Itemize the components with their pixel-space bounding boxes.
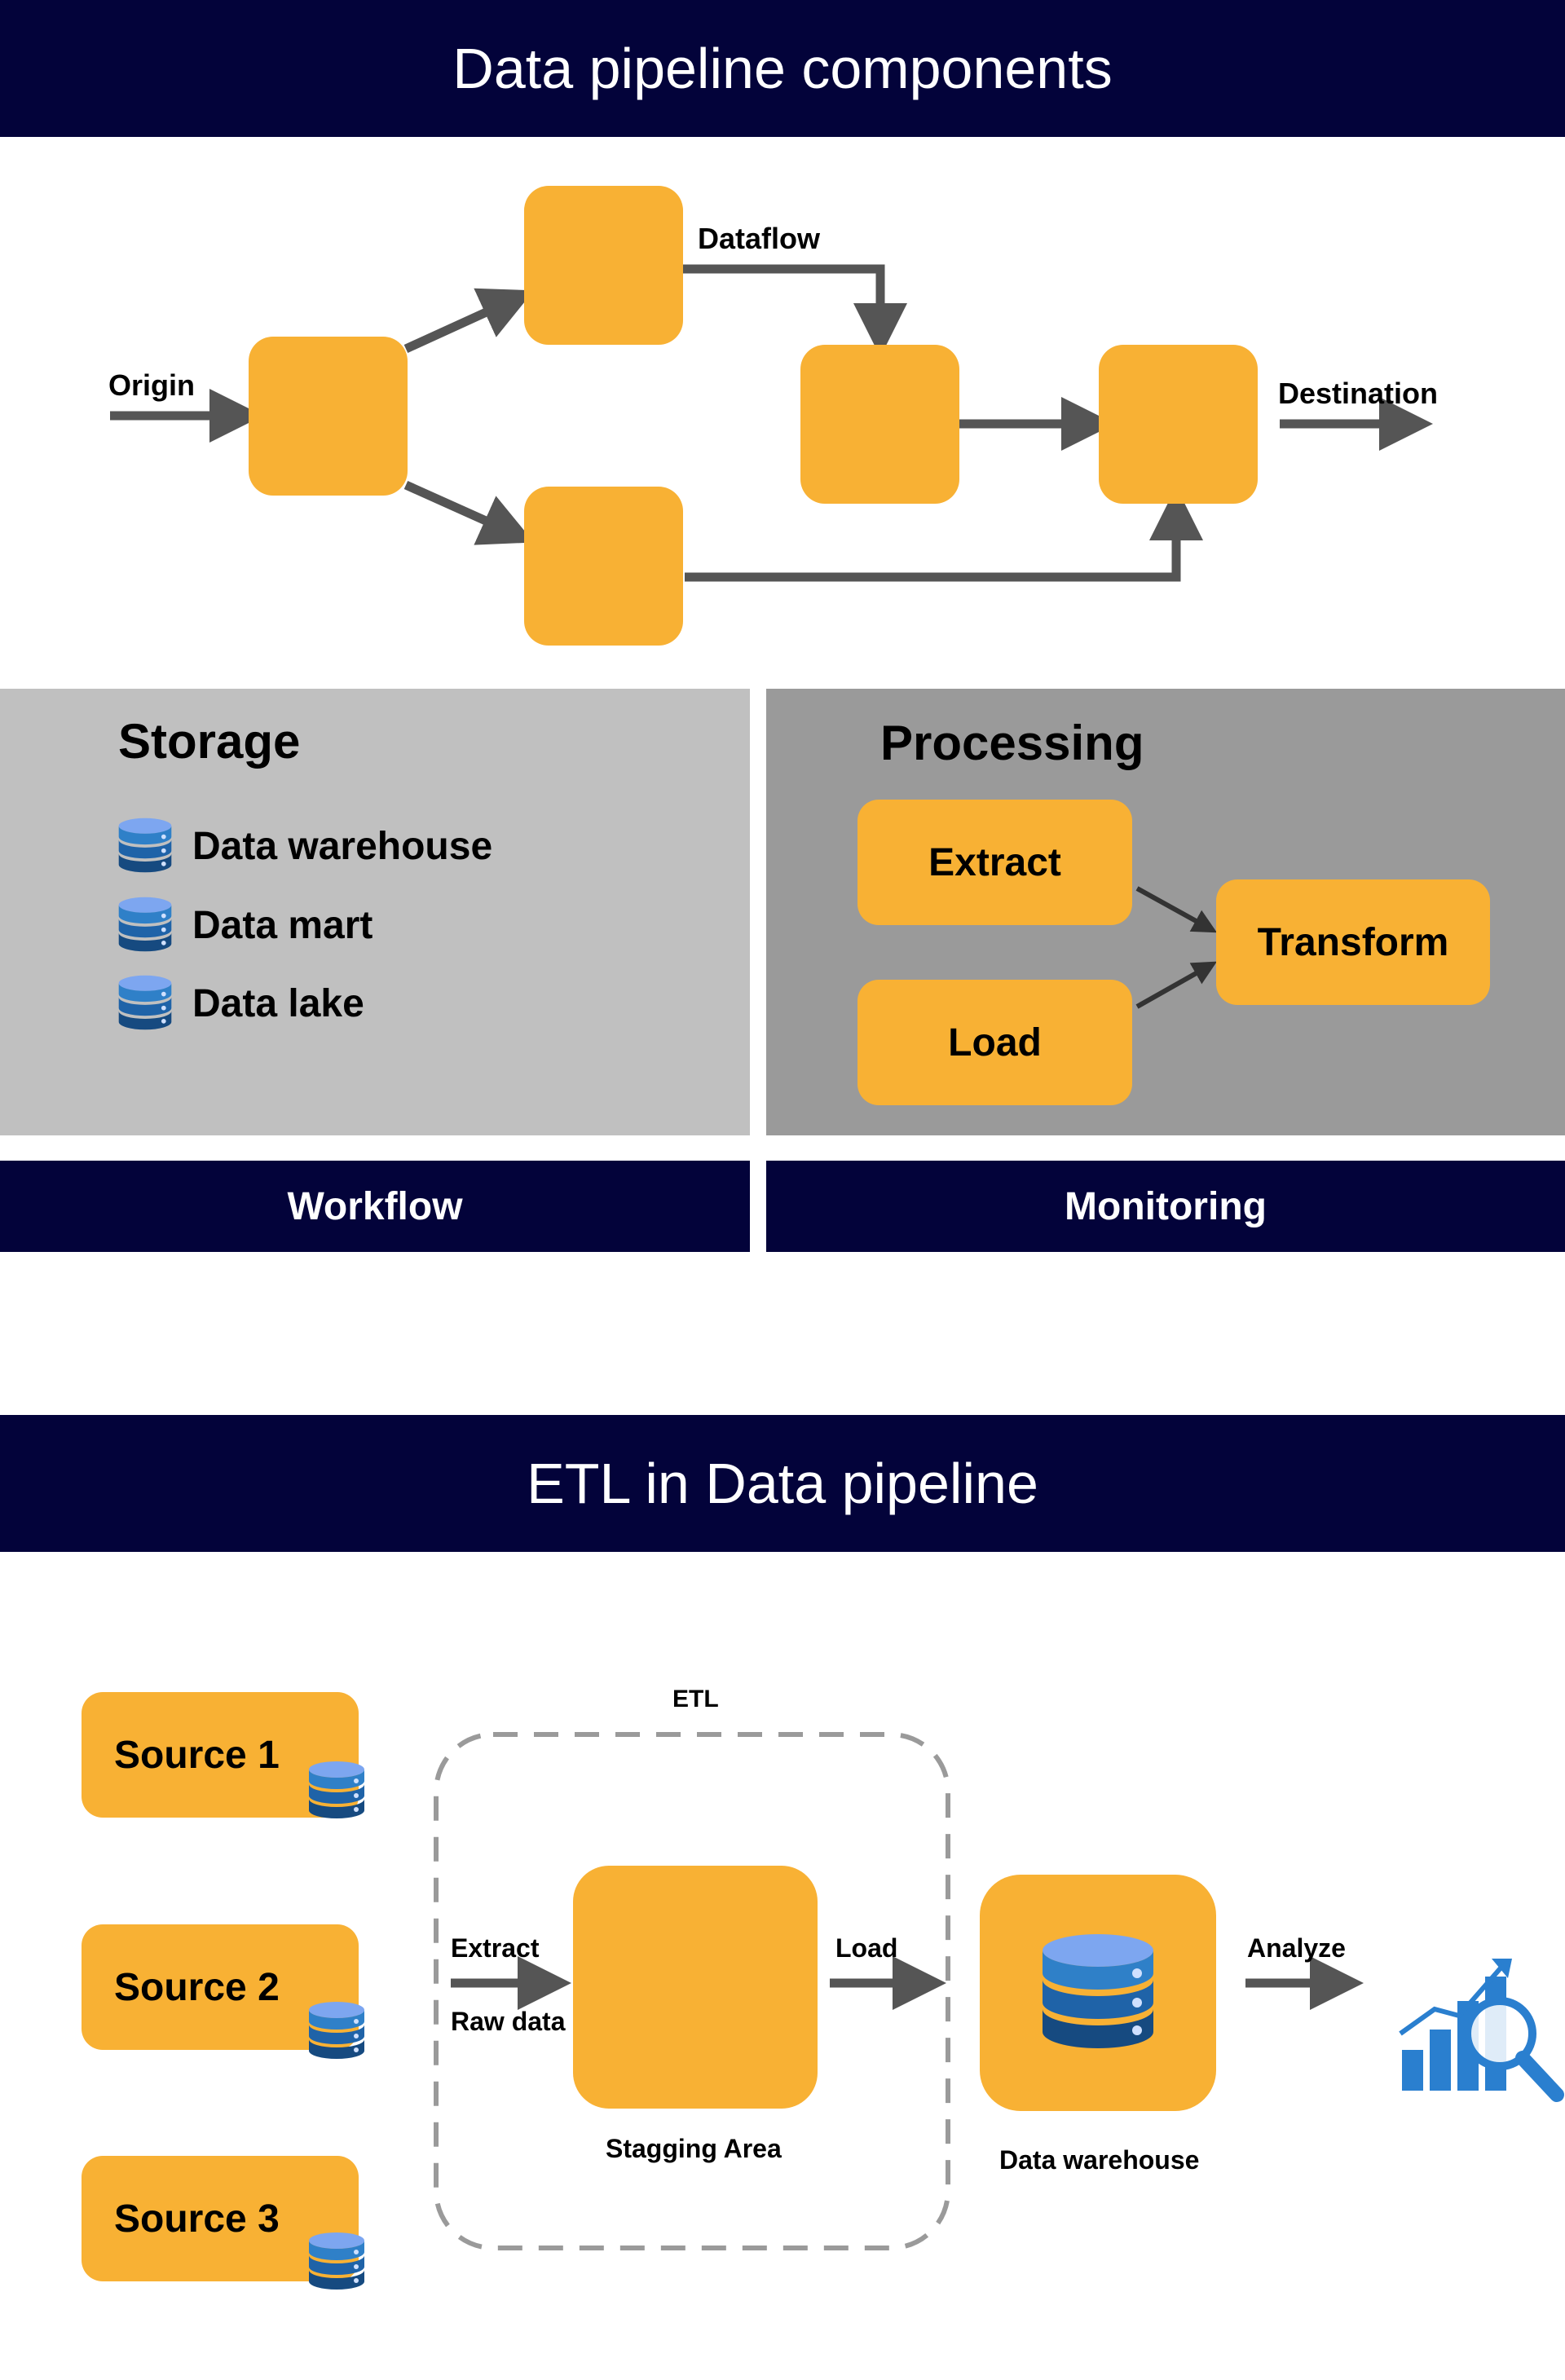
destination-label: Destination — [1278, 377, 1439, 410]
source-label: Source 2 — [114, 1965, 280, 2009]
source-label: Source 3 — [114, 2197, 280, 2241]
dataflow-label: Dataflow — [698, 222, 821, 255]
analytics-chart-icon — [1399, 1959, 1564, 2102]
monitoring-bar: Monitoring — [766, 1161, 1565, 1252]
data-warehouse-box — [980, 1875, 1216, 2111]
flow-node-d — [800, 345, 959, 504]
arrow-a-c — [403, 480, 535, 545]
database-icon — [304, 1758, 369, 1823]
dataflow-arrow — [683, 264, 907, 357]
flow-node-c — [524, 487, 683, 646]
flow-arrows — [110, 264, 1433, 582]
processing-title: Processing — [880, 716, 1144, 770]
origin-label: Origin — [108, 368, 195, 402]
storage-item-label: Data mart — [192, 903, 373, 947]
processing-arrows — [1135, 886, 1218, 1009]
load-box: Load — [857, 980, 1132, 1105]
staging-area-label: Stagging Area — [606, 2134, 782, 2163]
arrow-c-e — [685, 487, 1203, 582]
load-label: Load — [835, 1933, 898, 1963]
source-label: Source 1 — [114, 1733, 280, 1777]
flow-node-b — [524, 186, 683, 345]
etl-label: ETL — [672, 1686, 719, 1712]
analyze-label: Analyze — [1247, 1933, 1346, 1963]
section2-banner: ETL in Data pipeline — [0, 1415, 1565, 1552]
flow-node-e — [1099, 345, 1258, 504]
staging-area-box — [573, 1866, 818, 2109]
database-icon — [1033, 1928, 1163, 2058]
storage-item-mart: Data mart — [114, 894, 373, 956]
storage-item-label: Data warehouse — [192, 824, 493, 868]
database-icon — [304, 2229, 369, 2294]
source-box-2: Source 2 — [82, 1924, 359, 2050]
raw-data-label: Raw data — [451, 2007, 566, 2036]
storage-panel: Storage Data warehouse Data mart Data la… — [0, 689, 750, 1135]
flow-node-a — [249, 337, 408, 496]
source-box-1: Source 1 — [82, 1692, 359, 1818]
database-icon — [304, 1999, 369, 2064]
data-warehouse-label: Data warehouse — [999, 2145, 1200, 2175]
workflow-bar: Workflow — [0, 1161, 750, 1252]
storage-item-lake: Data lake — [114, 972, 364, 1034]
transform-box: Transform — [1216, 879, 1490, 1005]
extract-box: Extract — [857, 800, 1132, 925]
section2-title: ETL in Data pipeline — [527, 1452, 1038, 1515]
storage-item-warehouse: Data warehouse — [114, 815, 492, 877]
section1-title: Data pipeline components — [452, 37, 1113, 100]
storage-item-label: Data lake — [192, 981, 364, 1025]
storage-title: Storage — [118, 714, 301, 769]
section1-banner: Data pipeline components — [0, 0, 1565, 137]
arrow-a-b — [403, 288, 535, 354]
extract-label: Extract — [451, 1933, 540, 1963]
processing-panel: Processing Extract Load Transform — [766, 689, 1565, 1135]
